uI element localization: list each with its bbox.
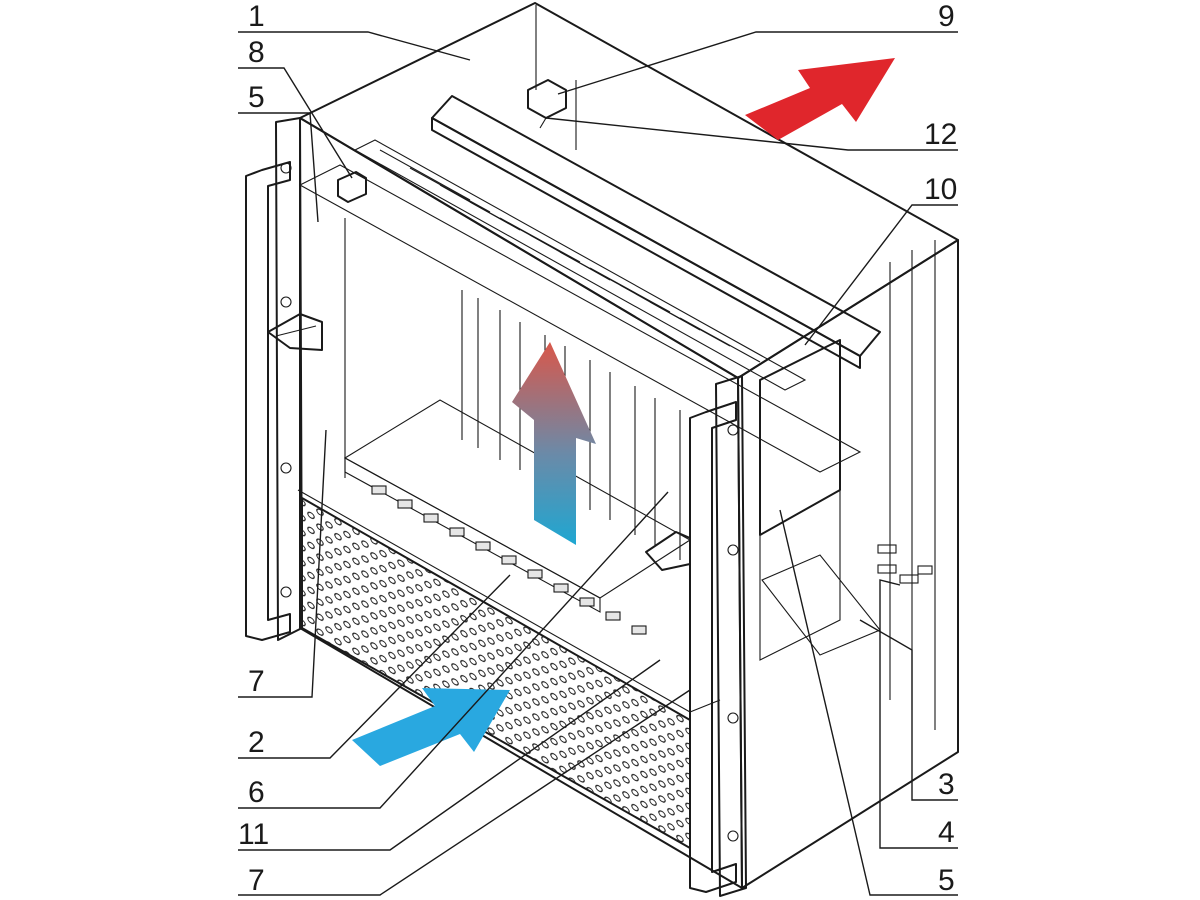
callout-5-top: 5 — [248, 81, 265, 114]
callout-7-bottom: 7 — [248, 864, 265, 897]
callout-6: 6 — [248, 776, 265, 809]
fan-tray-sensor — [337, 171, 367, 203]
callout-8: 8 — [248, 36, 265, 69]
top-cover — [299, 2, 959, 379]
right-handle — [689, 401, 737, 893]
right-mounting-flange — [715, 375, 747, 897]
rising-air-arrow — [512, 342, 596, 545]
cool-air-intake-arrow — [352, 688, 510, 766]
callout-11: 11 — [238, 818, 269, 851]
side-module — [759, 339, 841, 661]
right-side-panel — [737, 239, 959, 889]
left-latch — [267, 313, 323, 351]
temperature-sensor — [527, 79, 567, 129]
left-handle — [245, 161, 291, 641]
callout-labels: 1 8 5 9 12 10 7 2 6 11 7 3 4 5 — [238, 0, 957, 897]
upper-card-guide-rail — [298, 95, 881, 473]
callout-9: 9 — [938, 0, 955, 33]
callout-2: 2 — [248, 726, 265, 759]
callout-5-bottom: 5 — [938, 864, 955, 897]
hot-air-exhaust-arrow — [745, 58, 895, 140]
callout-7-left: 7 — [248, 665, 265, 698]
callout-10: 10 — [924, 173, 957, 206]
right-lower-guides — [761, 544, 933, 656]
callout-4: 4 — [938, 816, 955, 849]
subrack-housing — [299, 2, 959, 889]
right-latch — [645, 531, 691, 571]
front-interior — [299, 117, 743, 889]
callout-3: 3 — [938, 768, 955, 801]
callout-1: 1 — [248, 0, 265, 33]
leader-lines — [238, 31, 958, 896]
upper-card-guides — [353, 139, 807, 391]
left-mounting-flange — [275, 117, 303, 641]
callout-12: 12 — [924, 118, 957, 151]
